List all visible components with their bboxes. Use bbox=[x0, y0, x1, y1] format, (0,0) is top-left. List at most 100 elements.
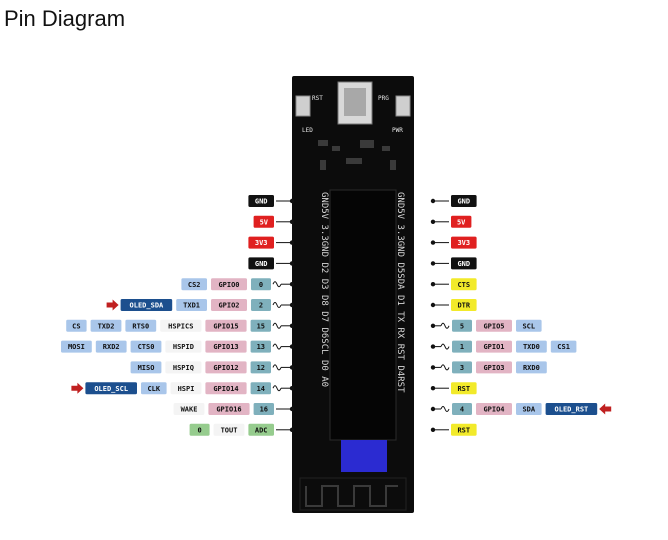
pin-label-5v: 5V bbox=[253, 215, 274, 228]
pin-label-gnd: GND bbox=[451, 257, 477, 270]
pin-wave bbox=[272, 322, 282, 329]
pin-dot bbox=[289, 198, 295, 204]
pin-dot bbox=[430, 365, 436, 370]
arrow-icon bbox=[106, 299, 119, 311]
svg-text:RST: RST bbox=[457, 426, 470, 434]
pin-label-oled-scl: OLED_SCL bbox=[85, 382, 137, 395]
pin-dot bbox=[430, 386, 436, 391]
pin-label-gnd: GND bbox=[248, 257, 274, 270]
pin-dot bbox=[289, 365, 295, 370]
smd-component bbox=[382, 146, 390, 151]
pin-label-gpio14: GPIO14 bbox=[205, 382, 247, 395]
svg-text:GPIO1: GPIO1 bbox=[483, 343, 504, 351]
pin-wave bbox=[440, 406, 450, 412]
pin-label-gpio5: GPIO5 bbox=[476, 319, 512, 332]
arrow-icon bbox=[599, 403, 612, 415]
smd-component bbox=[360, 140, 374, 148]
svg-text:HSPID: HSPID bbox=[173, 343, 194, 351]
svg-text:GPIO12: GPIO12 bbox=[213, 364, 238, 372]
right-pin-row: 5V bbox=[430, 215, 472, 228]
left-pin-row: GND bbox=[248, 257, 295, 270]
right-pin-row: 3V3 bbox=[430, 236, 477, 249]
svg-text:OLED_SCL: OLED_SCL bbox=[94, 385, 128, 393]
svg-text:5V: 5V bbox=[457, 218, 466, 226]
pin-label-16: 16 bbox=[253, 403, 274, 415]
svg-text:14: 14 bbox=[257, 385, 265, 393]
pin-label-mosi: MOSI bbox=[61, 340, 92, 353]
pin-dot bbox=[289, 386, 295, 391]
pin-label-rst: RST bbox=[451, 423, 477, 436]
pin-label-14: 14 bbox=[250, 382, 271, 395]
pin-dot bbox=[289, 344, 295, 349]
svg-text:3: 3 bbox=[460, 364, 464, 372]
smd-component bbox=[320, 160, 326, 170]
right-pin-row: CTS bbox=[430, 278, 477, 291]
pin-dot bbox=[430, 344, 436, 349]
right-pin-row: GND bbox=[430, 257, 477, 270]
svg-text:15: 15 bbox=[257, 322, 265, 330]
svg-text:HSPI: HSPI bbox=[178, 385, 195, 393]
svg-text:DTR: DTR bbox=[457, 302, 470, 310]
pin-wave bbox=[440, 364, 450, 371]
pin-label-tout: TOUT bbox=[213, 423, 245, 436]
board-tag-pwr: PWR bbox=[392, 127, 403, 134]
right-pin-row: RST bbox=[430, 382, 477, 395]
pin-label-sda: SDA bbox=[516, 403, 542, 415]
pin-label-rxd0: RXD0 bbox=[516, 361, 547, 374]
pin-label-clk: CLK bbox=[141, 382, 167, 395]
svg-text:GPIO4: GPIO4 bbox=[483, 406, 504, 414]
pin-label-1: 1 bbox=[452, 340, 472, 353]
svg-text:HSPIQ: HSPIQ bbox=[173, 364, 194, 372]
pin-label-adc: ADC bbox=[248, 423, 274, 436]
pin-label-cs1: CS1 bbox=[550, 340, 577, 353]
pin-label-scl: SCL bbox=[516, 319, 542, 332]
pin-label-gpio12: GPIO12 bbox=[205, 361, 247, 374]
pin-dot bbox=[289, 427, 295, 432]
svg-text:GPIO0: GPIO0 bbox=[218, 281, 239, 289]
pin-dot bbox=[430, 302, 436, 308]
left-pin-row: 14 GPIO14 HSPI CLK OLED_SCL bbox=[71, 382, 295, 395]
oled-ribbon bbox=[341, 440, 387, 472]
svg-text:RST: RST bbox=[457, 385, 470, 393]
pin-label-hspics: HSPICS bbox=[160, 319, 202, 332]
pin-label-gnd: GND bbox=[451, 195, 477, 207]
svg-text:12: 12 bbox=[257, 364, 265, 372]
pin-wave bbox=[272, 385, 282, 392]
svg-text:WAKE: WAKE bbox=[181, 406, 198, 414]
pin-label-cts: CTS bbox=[451, 278, 477, 291]
pin-label-gnd: GND bbox=[248, 195, 274, 207]
pin-label-12: 12 bbox=[250, 361, 271, 374]
svg-text:OLED_RST: OLED_RST bbox=[555, 406, 589, 414]
svg-text:CS2: CS2 bbox=[188, 281, 201, 289]
pin-label-0: 0 bbox=[189, 423, 210, 436]
oled-screen bbox=[329, 189, 397, 441]
svg-text:3V3: 3V3 bbox=[255, 239, 268, 247]
pin-label-cs: CS bbox=[66, 319, 87, 332]
left-pin-labels: GND5V3V3GND0GPIO0CS22GPIO2TXD1OLED_SDA15… bbox=[61, 195, 295, 436]
pin-label-gpio0: GPIO0 bbox=[211, 278, 247, 291]
smd-component bbox=[318, 140, 328, 146]
svg-text:GPIO14: GPIO14 bbox=[213, 385, 238, 393]
pin-label-gpio2: GPIO2 bbox=[211, 299, 247, 311]
pin-label-gpio1: GPIO1 bbox=[476, 340, 512, 353]
pin-dot bbox=[430, 219, 436, 224]
smd-component bbox=[390, 160, 396, 170]
pin-label-txd0: TXD0 bbox=[516, 340, 547, 353]
svg-text:MOSI: MOSI bbox=[68, 343, 85, 351]
svg-text:CS1: CS1 bbox=[557, 343, 570, 351]
pin-dot bbox=[430, 406, 436, 412]
pin-label-dtr: DTR bbox=[451, 299, 477, 311]
reset-button bbox=[295, 95, 311, 117]
svg-text:13: 13 bbox=[257, 343, 265, 351]
pin-label-rst: RST bbox=[451, 382, 477, 395]
